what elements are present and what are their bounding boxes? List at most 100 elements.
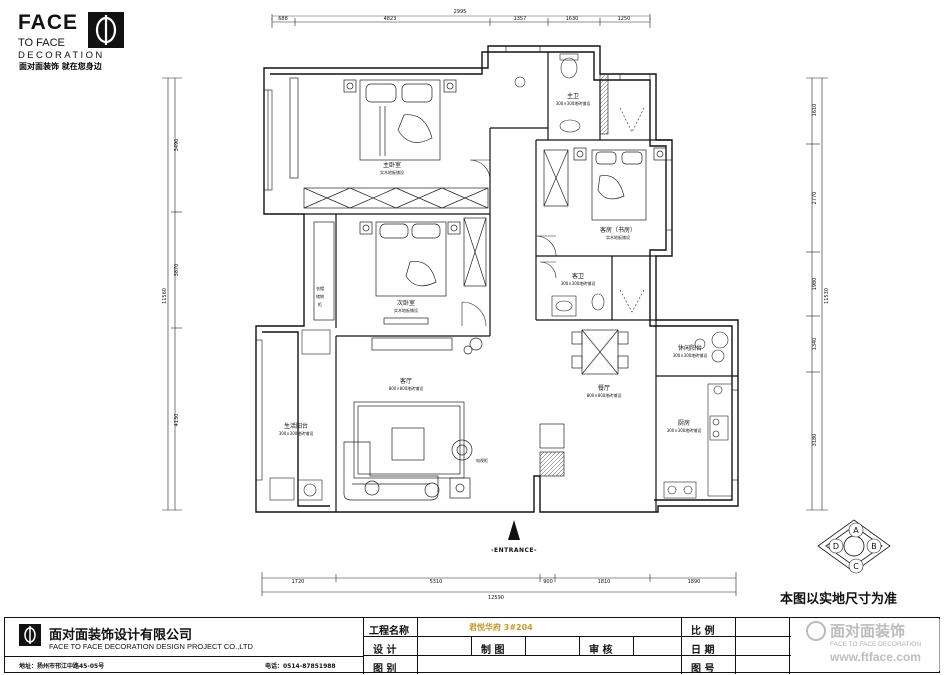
bottom-dimension-line xyxy=(261,572,737,596)
room-kitchen: 厨房 xyxy=(678,419,690,427)
guest-bed xyxy=(543,147,667,221)
dim-top-5: 1250 xyxy=(618,16,631,22)
brand-logo: FACE TO FACE DECORATION 面对面装饰 就在您身边 xyxy=(18,12,130,78)
dim-left-3: 4130 xyxy=(174,414,180,427)
dim-left-1: 3870 xyxy=(174,264,180,277)
room-guest-room: 客房（书房） xyxy=(600,226,636,234)
dim-right-3: 1340 xyxy=(812,338,818,351)
dim-right-4: 3180 xyxy=(812,434,818,447)
watermark-cn: 面对面装饰 xyxy=(830,622,906,640)
dim-bottom-total: 12590 xyxy=(488,595,504,601)
dim-top-3: 1357 xyxy=(514,16,527,22)
scale-note: 本图以实地尺寸为准 xyxy=(780,592,898,607)
life-balcony-fixtures xyxy=(269,329,331,501)
compass-d: D xyxy=(833,542,839,551)
watermark-logo-icon xyxy=(806,621,826,641)
entrance-arrow-icon xyxy=(508,520,520,540)
room-master-bedroom: 主卧室 xyxy=(383,161,401,169)
closet-label-1: 衣帽 xyxy=(316,285,324,291)
sheet-label: 图 别 xyxy=(373,664,397,675)
walls xyxy=(255,45,739,513)
compass-a: A xyxy=(853,526,859,535)
watermark-url: www.ftface.com xyxy=(830,650,921,664)
company-phone: 电话：0514-87851988 xyxy=(265,663,336,670)
second-door xyxy=(461,301,487,327)
room-dining-floor: 800×800地砖铺设 xyxy=(587,392,622,398)
compass-b: B xyxy=(871,542,877,551)
date-label: 日 期 xyxy=(691,645,715,656)
brand-line2: TO FACE xyxy=(18,37,65,49)
dim-top-1: 4823 xyxy=(384,16,397,22)
master-bath-fixtures xyxy=(514,53,645,133)
room-guest-bath: 客卫 xyxy=(572,272,584,280)
company-address: 地址：扬州市邗江中路45-05号 xyxy=(19,663,105,670)
master-bed xyxy=(343,79,457,161)
dim-left-0: 3490 xyxy=(174,139,180,152)
room-master-bath: 主卫 xyxy=(567,92,579,100)
brand-mark-icon xyxy=(88,12,124,48)
windows xyxy=(255,45,739,481)
living-room-furniture xyxy=(343,337,483,501)
company-name-en: FACE TO FACE DECORATION DESIGN PROJECT C… xyxy=(49,642,253,651)
watermark: 面对面装饰 FACE TO FACE DECORATION www.ftface… xyxy=(804,619,940,671)
brand-line3: DECORATION xyxy=(18,50,105,61)
dim-bottom-3: 1810 xyxy=(598,579,611,585)
company-logo-icon xyxy=(19,624,41,646)
room-master-bedroom-floor: 实木地板铺设 xyxy=(380,169,404,175)
entrance-label: -ENTRANCE- xyxy=(491,547,537,554)
draw-label: 制 图 xyxy=(481,645,505,656)
project-value: 君悦华府 3#204 xyxy=(469,623,533,632)
leisure-balcony-furniture xyxy=(694,331,729,363)
tv-cabinet-label: 电视柜 xyxy=(476,457,488,463)
design-label: 设 计 xyxy=(373,645,397,656)
compass-letters: A B C D xyxy=(828,522,882,574)
dim-right-1: 2770 xyxy=(812,192,818,205)
second-bed xyxy=(313,217,487,325)
interior-walls xyxy=(304,52,738,512)
closet-label-2: 储物 xyxy=(316,293,324,299)
brand-line1: FACE xyxy=(18,11,79,34)
dim-left-2: 11560 xyxy=(162,288,168,304)
room-leisure-balcony: 休闲阳台 xyxy=(678,344,702,352)
number-label: 图 号 xyxy=(691,664,715,675)
dim-bottom-0: 1720 xyxy=(292,579,305,585)
dim-right-2: 1980 xyxy=(812,278,818,291)
dim-top-2: 2995 xyxy=(454,9,467,15)
room-master-bath-floor: 300×300地砖铺设 xyxy=(556,100,591,106)
brand-slogan: 面对面装饰 就在您身边 xyxy=(19,62,102,71)
dining-furniture xyxy=(539,329,629,477)
title-block: 面对面装饰设计有限公司 FACE TO FACE DECORATION DESI… xyxy=(4,617,940,675)
dim-right-0: 1610 xyxy=(812,104,818,117)
kitchen-fixtures xyxy=(663,383,733,499)
room-dining: 餐厅 xyxy=(598,384,610,392)
left-dimension-line xyxy=(162,77,182,511)
dim-top-4: 1630 xyxy=(566,16,579,22)
compass-c: C xyxy=(853,562,859,571)
room-life-balcony: 生活阳台 xyxy=(284,422,308,430)
dim-bottom-4: 1890 xyxy=(688,579,701,585)
room-living-floor: 800×800地砖铺设 xyxy=(389,385,424,391)
master-door xyxy=(469,159,491,181)
room-second-bedroom: 次卧室 xyxy=(397,299,415,307)
room-living: 客厅 xyxy=(400,377,412,385)
watermark-en: FACE TO FACE DECORATION xyxy=(830,641,922,648)
project-label: 工程名称 xyxy=(369,626,409,637)
dim-bottom-1: 5310 xyxy=(430,579,443,585)
dim-bottom-2: 900 xyxy=(543,579,553,585)
room-life-balcony-floor: 300×300地砖铺设 xyxy=(279,430,314,436)
company-name-cn: 面对面装饰设计有限公司 xyxy=(49,628,193,643)
review-label: 审 核 xyxy=(589,645,613,656)
master-wardrobe xyxy=(289,77,489,209)
guest-door xyxy=(535,235,557,257)
right-dimension-line xyxy=(806,77,828,511)
room-guest-room-floor: 实木地板铺设 xyxy=(606,234,630,240)
top-dimension-line xyxy=(271,14,651,28)
room-second-bedroom-floor: 实木地板铺设 xyxy=(394,307,418,313)
dim-top-0: 688 xyxy=(278,16,288,22)
room-leisure-balcony-floor: 300×300地砖铺设 xyxy=(673,352,708,358)
room-kitchen-floor: 300×300地砖铺设 xyxy=(667,427,702,433)
floor-plan: A B C D 688 4823 2995 1357 1630 1250 172… xyxy=(162,9,891,601)
dim-right-5: 11530 xyxy=(824,288,830,304)
guest-bath-fixtures xyxy=(539,261,645,317)
room-guest-bath-floor: 300×300地砖铺设 xyxy=(561,280,596,286)
